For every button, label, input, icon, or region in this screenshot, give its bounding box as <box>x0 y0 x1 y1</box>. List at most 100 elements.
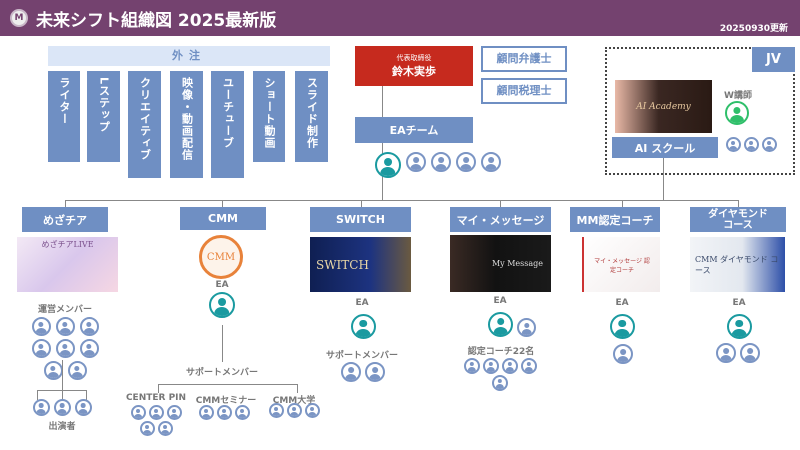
person-avatar-icon <box>406 152 426 172</box>
cmm-sub-centerpin: CENTER PIN <box>125 393 187 403</box>
person-avatar-icon <box>79 339 99 358</box>
person-avatar-icon <box>482 358 499 374</box>
person-avatar-icon <box>726 314 752 339</box>
person-avatar-icon <box>148 405 164 420</box>
connector-line <box>622 200 623 207</box>
diamond-members <box>713 343 763 363</box>
person-avatar-icon <box>456 152 476 172</box>
person-avatar-icon <box>67 361 87 380</box>
outsource-video: 映像・動画配信 <box>170 71 203 178</box>
mezachia-cast-label: 出演者 <box>48 422 76 432</box>
outsource-creative: クリエイティブ <box>128 71 161 178</box>
connector-line <box>738 200 739 207</box>
diamond-image: CMM ダイヤモンド コース <box>690 237 785 292</box>
person-avatar-icon <box>79 317 99 336</box>
person-avatar-icon <box>286 403 302 418</box>
outsource-short-video: ショート動画 <box>253 71 285 162</box>
person-avatar-icon <box>31 317 51 336</box>
connector-line <box>65 200 66 207</box>
connector-line <box>663 158 664 200</box>
w-teacher-avatar <box>722 101 752 125</box>
mymessage-ea-label: EA <box>493 296 507 306</box>
outsourcing-header: 外注 <box>48 46 330 66</box>
person-avatar-icon <box>234 405 250 420</box>
person-avatar-icon <box>375 152 401 178</box>
switch-image: SWITCH <box>310 237 411 292</box>
person-avatar-icon <box>463 358 480 374</box>
diamond-ea-avatar <box>725 314 753 339</box>
cmm-ea-avatar <box>207 292 237 318</box>
switch-ea-avatar <box>349 314 377 339</box>
division-connector <box>65 200 739 201</box>
person-avatar-icon <box>743 137 759 152</box>
person-avatar-icon <box>488 312 513 337</box>
connector-line <box>62 360 63 400</box>
division-cmm: CMM <box>180 207 266 230</box>
mmcoach-ea-avatar <box>608 314 636 339</box>
person-avatar-icon <box>725 101 749 125</box>
person-avatar-icon <box>216 405 232 420</box>
switch-support-members <box>336 362 390 382</box>
ceo-role: 代表取締役 <box>396 54 432 62</box>
mezachia-staff <box>20 317 110 380</box>
person-avatar-icon <box>431 152 451 172</box>
person-avatar-icon <box>481 152 501 172</box>
ceo-box: 代表取締役 鈴木実歩 <box>355 46 473 86</box>
person-avatar-icon <box>53 399 71 416</box>
connector-line <box>222 200 223 207</box>
header-bar <box>0 0 800 36</box>
diamond-ea-label: EA <box>732 298 746 308</box>
person-avatar-icon <box>609 314 635 339</box>
switch-support-label: サポートメンバー <box>325 351 399 361</box>
person-avatar-icon <box>139 421 155 436</box>
ai-school-box: AI スクール <box>612 137 718 158</box>
person-avatar-icon <box>304 403 320 418</box>
person-avatar-icon <box>130 405 146 420</box>
cmm-university-members <box>266 403 322 418</box>
cmm-logo: CMM <box>199 235 243 279</box>
page-title: 未来シフト組織図 2025最新版 <box>36 11 277 31</box>
advisor-lawyer: 顧問弁護士 <box>481 46 567 72</box>
person-avatar-icon <box>209 292 235 318</box>
person-avatar-icon <box>501 358 518 374</box>
person-avatar-icon <box>492 375 508 391</box>
mmcoach-image: マイ・メッセージ 認定コーチ <box>582 237 660 292</box>
cmm-support-label: サポートメンバー <box>185 368 259 378</box>
mmcoach-ea-label: EA <box>615 298 629 308</box>
mymessage-image: My Message <box>450 235 551 292</box>
cmm-centerpin-members <box>128 405 184 436</box>
logo-icon: M <box>10 9 28 27</box>
ai-school-image: AI Academy <box>615 80 712 133</box>
outsource-lstep: Lステップ <box>87 71 120 162</box>
person-avatar-icon <box>520 358 537 374</box>
jv-label: JV <box>752 47 795 72</box>
connector-line <box>361 200 362 207</box>
person-avatar-icon <box>613 344 633 364</box>
mymessage-coach-label: 認定コーチ22名 <box>467 347 535 357</box>
connector-line <box>222 325 223 362</box>
advisor-tax: 顧問税理士 <box>481 78 567 104</box>
person-avatar-icon <box>740 343 760 363</box>
person-avatar-icon <box>198 405 214 420</box>
mymessage-coach-members <box>454 358 546 391</box>
person-avatar-icon <box>725 137 741 152</box>
bracket-line <box>158 384 298 393</box>
ea-team-box: EAチーム <box>355 117 473 143</box>
cmm-ea-label: EA <box>215 280 229 290</box>
cmm-seminar-members <box>196 405 252 420</box>
ea-team-members <box>358 152 518 178</box>
division-mezachia: めざチア <box>22 207 108 232</box>
mezachia-image: めざチアLIVE <box>17 237 118 292</box>
person-avatar-icon <box>55 317 75 336</box>
ceo-name: 鈴木実歩 <box>392 65 436 78</box>
person-avatar-icon <box>716 343 736 363</box>
cmm-sub-seminar: CMMセミナー <box>195 396 257 406</box>
person-avatar-icon <box>157 421 173 436</box>
connector-line <box>382 86 383 200</box>
division-diamond: ダイヤモンド コース <box>690 207 786 232</box>
person-avatar-icon <box>365 362 385 382</box>
outsource-youtube: ユーチューブ <box>211 71 244 178</box>
person-avatar-icon <box>31 339 51 358</box>
mezachia-cast <box>30 399 94 416</box>
ai-school-members <box>724 137 778 152</box>
